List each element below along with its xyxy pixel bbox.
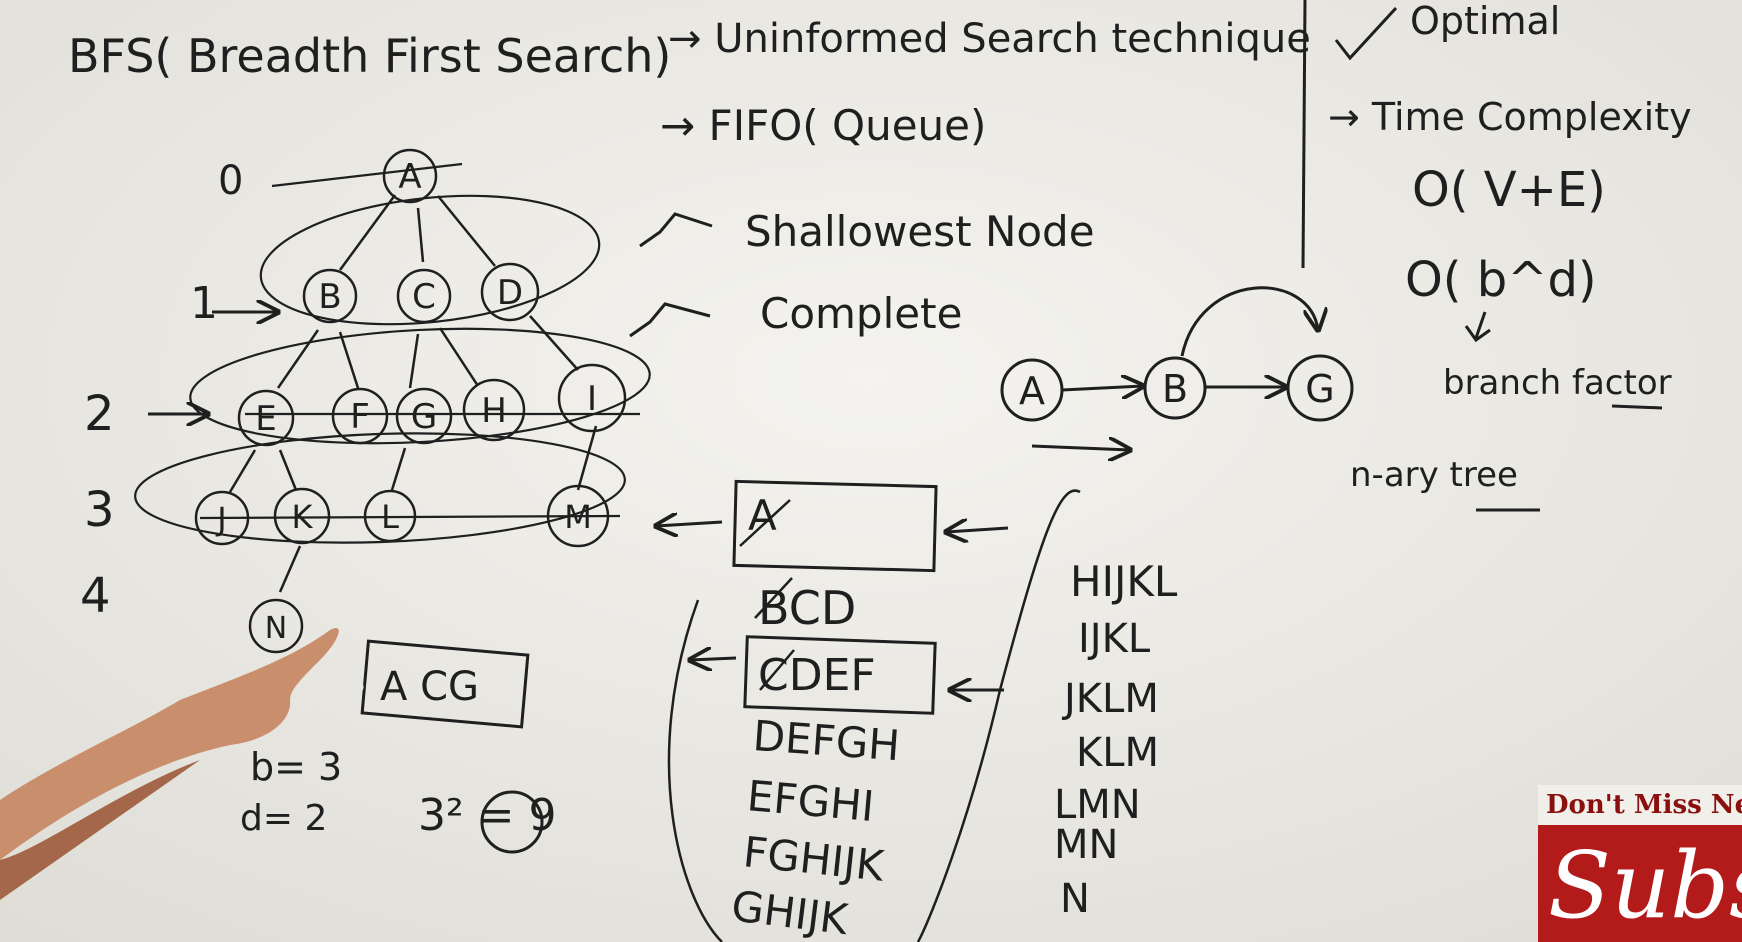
queue-trace-item: KLM [1076, 730, 1159, 776]
level-label-2: 2 [84, 386, 115, 442]
check-icon [629, 302, 711, 338]
tree-node-a: A [382, 148, 438, 204]
note-optimal: Optimal [1410, 0, 1560, 43]
tree-edges [228, 194, 598, 593]
down-arrow-icon [1464, 311, 1491, 343]
result-circle [480, 790, 544, 854]
level-ovals [134, 162, 651, 544]
tree-node-e: E [237, 389, 295, 447]
graph-node-b: B [1143, 356, 1207, 420]
visited-box [360, 639, 530, 729]
example-d: d= 2 [240, 798, 327, 839]
queue-out-arrow [690, 658, 737, 660]
svg-text:D: D [497, 273, 523, 313]
svg-text:K: K [292, 498, 314, 536]
graph-edge-curve [1180, 286, 1318, 357]
queue-trace-item: MN [1054, 822, 1118, 868]
note-branch-factor: branch factor [1443, 363, 1672, 403]
tree-node-h: H [462, 378, 526, 442]
note-nary-tree: n-ary tree [1350, 455, 1518, 495]
visited-box-value: A CG [380, 664, 479, 710]
direction-arrow [1031, 446, 1130, 450]
example-b: b= 3 [250, 745, 342, 789]
underline [1611, 404, 1663, 410]
example-result: 3² = 9 [418, 790, 556, 841]
queue-box-2 [743, 635, 937, 715]
graph-edge [1061, 386, 1143, 390]
svg-text:B: B [318, 277, 341, 317]
queue-trace-item: DEFGH [751, 711, 901, 770]
tree-node-b: B [302, 268, 358, 324]
level-label-4: 4 [80, 568, 111, 624]
strike [754, 577, 793, 619]
check-icon [1334, 6, 1398, 61]
tree-node-n: N [248, 598, 304, 654]
fact-uninformed: → Uninformed Search technique [668, 16, 1311, 62]
brace-curve [916, 489, 1081, 942]
subscribe-banner[interactable]: Don't Miss New Subsc [1538, 785, 1742, 942]
tree-node-k: K [273, 487, 331, 545]
svg-text:A: A [1019, 369, 1045, 413]
fact-complete: Complete [760, 289, 962, 338]
svg-text:I: I [587, 379, 597, 419]
svg-text:C: C [412, 277, 436, 317]
queue-trace-item: BCD [758, 581, 856, 635]
tree-node-f: F [331, 387, 389, 445]
tree-node-j: J [194, 490, 250, 546]
hand-pointer [0, 628, 364, 900]
level-label-1: 1 [190, 278, 218, 329]
svg-text:M: M [564, 498, 592, 536]
tree-node-c: C [396, 268, 452, 324]
tree-node-m: M [546, 484, 610, 548]
level-label-3: 3 [84, 482, 115, 538]
strike [759, 649, 795, 691]
note-formula-ve: O( V+E) [1412, 162, 1606, 218]
tree-node-l: L [363, 489, 417, 543]
subscribe-button[interactable]: Subsc [1548, 832, 1742, 939]
queue-trace-item: N [1060, 876, 1090, 922]
banner-headline: Don't Miss New [1538, 785, 1742, 825]
tree-node-i: I [557, 363, 627, 433]
queue-out-arrow [656, 522, 723, 526]
queue-trace-item: LMN [1054, 782, 1141, 828]
queue-trace-item: JKLM [1061, 676, 1159, 722]
svg-text:B: B [1162, 367, 1188, 411]
note-formula-bd: O( b^d) [1405, 252, 1597, 308]
graph-node-a: A [1000, 358, 1064, 422]
svg-text:F: F [350, 397, 370, 437]
svg-text:L: L [381, 498, 399, 536]
queue-trace-item: IJKL [1078, 616, 1151, 662]
fact-fifo: → FIFO( Queue) [660, 101, 986, 150]
svg-text:H: H [481, 391, 507, 431]
check-icon [639, 212, 713, 248]
note-time-complexity: → Time Complexity [1328, 95, 1692, 139]
queue-box [732, 479, 938, 573]
svg-text:E: E [255, 399, 276, 439]
queue-trace-item: CDEF [758, 650, 876, 701]
svg-text:A: A [398, 157, 421, 197]
title: BFS( Breadth First Search) [68, 29, 671, 83]
brace-curve [667, 599, 723, 942]
queue-trace-item: EFGHI [745, 771, 876, 831]
svg-text:G: G [1305, 367, 1334, 411]
divider-line [1301, 0, 1307, 269]
svg-text:G: G [411, 397, 437, 437]
queue-trace-item: HIJKL [1070, 557, 1178, 606]
svg-text:J: J [215, 500, 226, 538]
tree-node-d: D [480, 262, 540, 322]
strike [739, 499, 791, 547]
level-label-0: 0 [218, 158, 243, 204]
svg-text:N: N [265, 611, 287, 646]
fact-shallowest: Shallowest Node [745, 207, 1095, 256]
queue-in-arrow [946, 528, 1009, 532]
tree-node-g: G [395, 387, 453, 445]
